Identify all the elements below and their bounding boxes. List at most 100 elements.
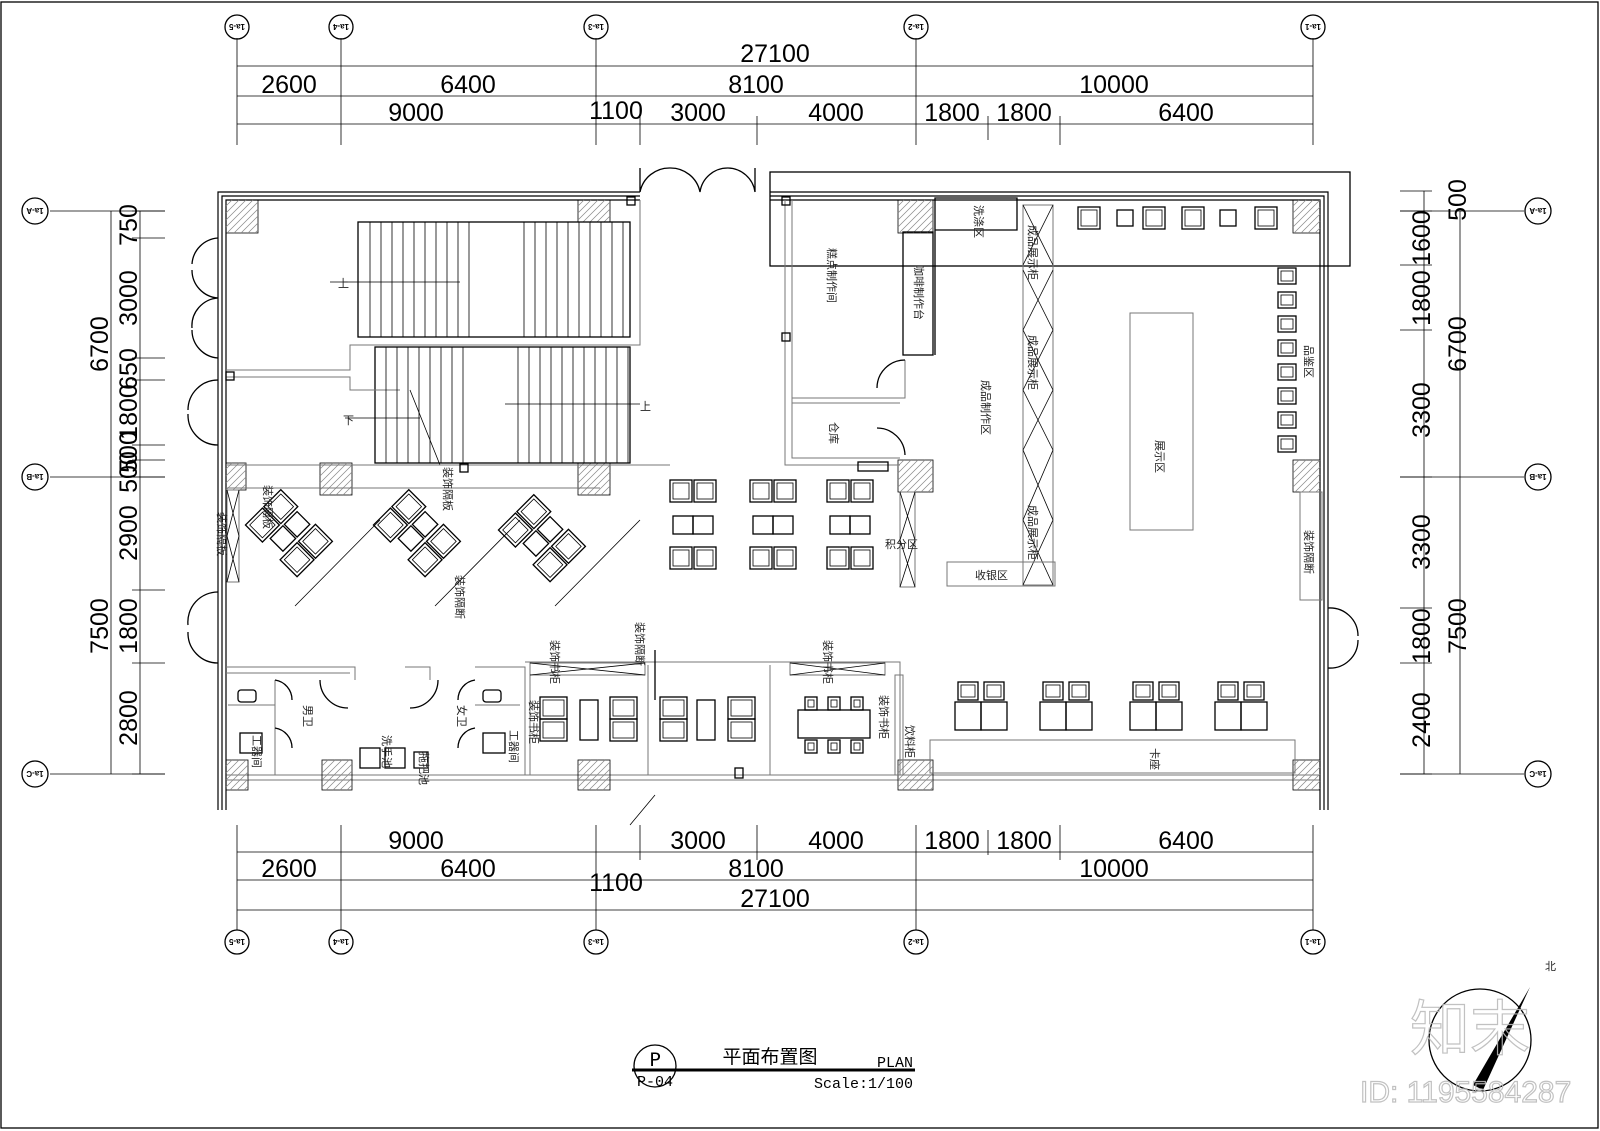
label-deco-panel-1: 装饰隔板 <box>261 485 275 529</box>
table <box>752 515 774 535</box>
svg-text:1800: 1800 <box>924 99 980 127</box>
table <box>283 510 311 538</box>
armchair <box>550 528 587 565</box>
svg-text:1a-A: 1a-A <box>1529 206 1547 215</box>
armchair <box>609 696 638 720</box>
west-doors[interactable] <box>187 237 219 664</box>
armchair <box>1277 339 1297 357</box>
label-display-area: 展示区 <box>1153 440 1166 473</box>
label-wash-basin: 洗手池 <box>380 735 394 768</box>
svg-text:750: 750 <box>115 204 143 246</box>
svg-text:1a-5: 1a-5 <box>228 937 245 946</box>
svg-text:2400: 2400 <box>1408 692 1436 748</box>
entrance-doors[interactable] <box>639 167 756 193</box>
axis-bubble-1a-5: 1a-5 <box>224 14 250 40</box>
table <box>1240 701 1268 731</box>
armchair <box>1277 435 1297 453</box>
armchair <box>1277 411 1297 429</box>
table <box>692 515 714 535</box>
armchair <box>1243 681 1265 701</box>
north-arrow: 北 <box>1428 960 1556 1092</box>
structural-column <box>321 759 353 791</box>
axis-bubble-1a-4: 1a-4 <box>328 14 354 40</box>
axis-bubble-1a-5-bottom: 1a-5 <box>224 929 250 955</box>
svg-text:上: 上 <box>640 400 651 413</box>
table <box>522 529 550 558</box>
armchair <box>1142 206 1166 230</box>
label-mop-sink: 拖把池 <box>417 752 431 785</box>
armchair <box>669 479 693 503</box>
axis-bubble-1a-3-bottom: 1a-3 <box>583 929 609 955</box>
label-utility-2: 工器间 <box>507 730 520 763</box>
svg-text:2800: 2800 <box>115 690 143 746</box>
table <box>1116 209 1134 227</box>
armchair <box>609 718 638 742</box>
armchair <box>826 546 850 570</box>
table <box>1214 701 1242 731</box>
svg-text:10000: 10000 <box>1079 855 1149 883</box>
armchair <box>727 718 756 742</box>
armchair <box>727 696 756 720</box>
svg-text:1a-3: 1a-3 <box>587 937 604 946</box>
axis-bubble-1a-A-left: 1a-A <box>21 197 49 225</box>
axis-bubble-1a-3: 1a-3 <box>583 14 609 40</box>
armchair <box>983 681 1005 701</box>
table <box>269 524 297 553</box>
armchair <box>279 541 315 578</box>
interior-partitions <box>225 196 1323 826</box>
svg-text:4000: 4000 <box>808 827 864 855</box>
table <box>980 701 1008 731</box>
svg-text:1a-1: 1a-1 <box>1304 937 1321 946</box>
watermark-logo: 知末 <box>1410 996 1530 1063</box>
armchair <box>773 479 797 503</box>
axis-bubble-1a-B-right: 1a-B <box>1524 463 1552 491</box>
structural-column <box>897 199 934 234</box>
armchair <box>262 488 299 525</box>
armchair <box>539 718 568 742</box>
armchair <box>693 546 717 570</box>
label-bookcase-4: 装饰书柜 <box>877 695 891 739</box>
armchair <box>749 546 773 570</box>
svg-text:1a-A: 1a-A <box>26 206 44 215</box>
dim-total: 27100 <box>740 40 810 68</box>
svg-text:500: 500 <box>115 431 143 473</box>
structural-column <box>1292 199 1321 234</box>
svg-text:6700: 6700 <box>1444 316 1472 372</box>
svg-text:3000: 3000 <box>670 827 726 855</box>
watermark: 知末 ID: 1195584287 <box>1359 995 1571 1109</box>
svg-text:3000: 3000 <box>115 270 143 326</box>
armchair <box>1277 363 1297 381</box>
svg-text:3300: 3300 <box>1408 382 1436 438</box>
label-tasting-area: 品鉴区 <box>1302 345 1315 378</box>
svg-text:1a-C: 1a-C <box>1529 769 1547 778</box>
label-drinks-cabinet: 饮料柜 <box>903 725 917 758</box>
structural-column <box>577 462 611 496</box>
label-showcase-2: 成品展示柜 <box>1026 335 1039 390</box>
label-deco-partition-2: 装饰隔断 <box>633 622 647 666</box>
structural-column <box>225 199 259 234</box>
axis-bubble-1a-2-bottom: 1a-2 <box>903 929 929 955</box>
dimensions-top: 27100 2600 6400 8100 10000 9000 1100 300… <box>237 40 1313 145</box>
armchair <box>372 507 409 543</box>
label-washing-area: 洗涤区 <box>972 205 986 238</box>
exterior-walls <box>217 171 1351 810</box>
svg-text:1a-B: 1a-B <box>1529 472 1547 481</box>
armchair <box>532 546 568 583</box>
east-doors[interactable] <box>1327 607 1359 669</box>
table <box>772 515 794 535</box>
label-bookcase-2: 装饰书柜 <box>821 640 835 684</box>
svg-text:2900: 2900 <box>115 505 143 561</box>
svg-text:3300: 3300 <box>1408 514 1436 570</box>
svg-text:1100: 1100 <box>589 97 643 125</box>
table <box>672 515 694 535</box>
dimensions-left: 6700 7500 750 3000 650 1800 500 500 2900… <box>86 204 165 775</box>
table <box>696 699 716 741</box>
structural-column <box>897 459 934 493</box>
armchair <box>1217 681 1239 701</box>
svg-text:1a-2: 1a-2 <box>907 22 924 31</box>
svg-text:1800: 1800 <box>924 827 980 855</box>
svg-text:2600: 2600 <box>261 855 317 883</box>
armchair <box>244 507 281 543</box>
